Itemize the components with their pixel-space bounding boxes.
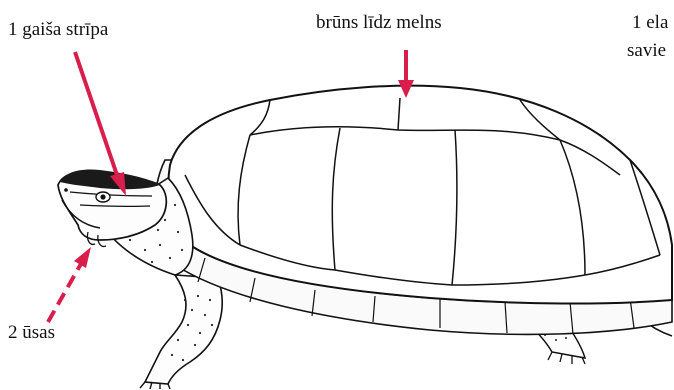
arrow-barbels xyxy=(48,247,91,322)
front-leg xyxy=(145,275,222,384)
